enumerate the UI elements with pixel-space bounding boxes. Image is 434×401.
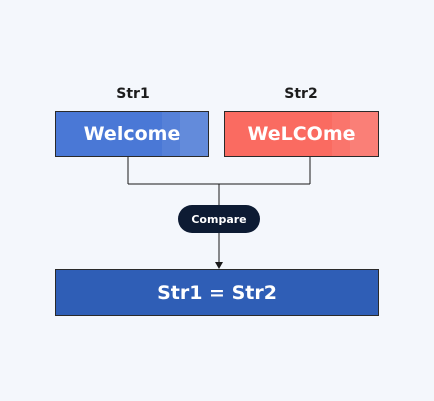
str1-label: Str1 bbox=[116, 86, 150, 102]
box-highlight bbox=[180, 112, 208, 156]
box-highlight bbox=[350, 112, 378, 156]
compare-pill: Compare bbox=[178, 205, 260, 233]
str1-value: Welcome bbox=[83, 123, 181, 145]
box-highlight bbox=[332, 112, 350, 156]
box-highlight bbox=[162, 112, 180, 156]
str1-box: Welcome bbox=[55, 111, 209, 157]
str2-label: Str2 bbox=[284, 86, 318, 102]
str2-box: WeLCOme bbox=[224, 111, 379, 157]
result-box: Str1 = Str2 bbox=[55, 269, 379, 316]
str2-value: WeLCOme bbox=[247, 123, 356, 145]
result-text: Str1 = Str2 bbox=[157, 281, 277, 304]
arrow-head bbox=[215, 262, 223, 269]
